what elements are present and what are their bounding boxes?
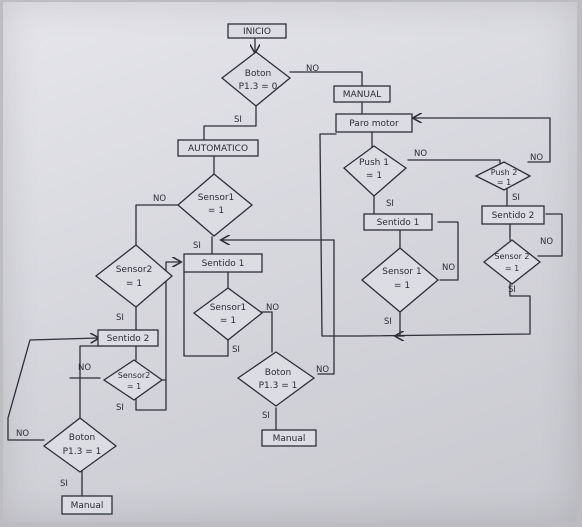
sentido2-auto-box: Sentido 2 — [97, 329, 159, 347]
branch-labels: NO SI NO SI SI NO SI NO SI NO SI NO SI N… — [16, 64, 553, 489]
decision-sensor2-auto-2: Sensor2 = 1 — [102, 359, 164, 401]
decision-boton-left-line2: P1.3 = 1 — [63, 447, 102, 457]
sentido2-auto-label: Sentido 2 — [107, 334, 150, 344]
decision-boton-top-line2: P1.3 = 0 — [239, 82, 278, 92]
automatico-box: AUTOMATICO — [177, 139, 259, 157]
sentido1-manual-box: Sentido 1 — [363, 213, 433, 231]
sentido2-manual-box: Sentido 2 — [481, 205, 545, 225]
decision-sensor1-auto-line2: = 1 — [208, 206, 224, 216]
decision-sensor2-manual: Sensor 2 = 1 — [482, 239, 542, 285]
decision-sensor2-auto: Sensor2 = 1 — [94, 244, 173, 308]
decision-push2-line1: Push 2 — [491, 168, 518, 177]
decision-sensor1-auto-2: Sensor1 = 1 — [192, 287, 264, 341]
decision-sensor1-manual-line2: = 1 — [394, 281, 410, 291]
manual-mid-label: Manual — [273, 434, 306, 444]
decision-boton-top: Boton P1.3 = 0 — [220, 51, 292, 107]
start-box: INICIO — [227, 23, 287, 39]
manual-box: MANUAL — [333, 85, 391, 103]
sentido1-manual-label: Sentido 1 — [377, 218, 420, 228]
decision-push2: Push 2 = 1 — [474, 161, 532, 191]
label-si: SI — [116, 313, 124, 323]
label-si: SI — [116, 403, 124, 413]
start-label: INICIO — [243, 27, 271, 37]
decision-push1: Push 1 = 1 — [342, 145, 408, 197]
label-no: NO — [78, 363, 91, 373]
decision-push1-line1: Push 1 — [359, 158, 389, 168]
label-no: NO — [153, 194, 166, 204]
automatico-label: AUTOMATICO — [188, 144, 248, 154]
decision-sensor1-auto-2-line1: Sensor1 — [210, 303, 247, 313]
label-no: NO — [266, 303, 279, 313]
paro-motor-label: Paro motor — [349, 119, 399, 129]
decision-sensor2-manual-line1: Sensor 2 — [494, 252, 529, 261]
decision-push1-line2: = 1 — [366, 171, 382, 181]
sentido2-manual-label: Sentido 2 — [492, 211, 535, 221]
decision-boton-left-line1: Boton — [69, 433, 95, 443]
decision-sensor1-auto-2-line2: = 1 — [220, 316, 236, 326]
decision-boton-top-line1: Boton — [245, 69, 271, 79]
label-si: SI — [234, 115, 242, 125]
label-si: SI — [384, 317, 392, 327]
decision-sensor2-auto-2-line1: Sensor2 — [118, 371, 151, 380]
decision-boton-left: Boton P1.3 = 1 — [42, 417, 118, 473]
decision-boton-mid: Boton P1.3 = 1 — [236, 351, 316, 407]
label-si: SI — [60, 479, 68, 489]
decision-sensor1-auto-line1: Sensor1 — [198, 193, 235, 203]
paro-motor-box: Paro motor — [335, 113, 413, 133]
decision-sensor2-manual-line2: = 1 — [505, 264, 519, 273]
label-si: SI — [232, 345, 240, 355]
label-si: SI — [262, 411, 270, 421]
decision-sensor2-auto-line2: = 1 — [126, 279, 142, 289]
decision-boton-mid-line1: Boton — [265, 368, 291, 378]
label-no: NO — [306, 64, 319, 74]
decision-sensor1-auto: Sensor1 = 1 — [177, 173, 254, 237]
decision-sensor1-manual-line1: Sensor 1 — [382, 267, 421, 277]
label-no: NO — [16, 429, 29, 439]
manual-mid-box: Manual — [261, 429, 317, 447]
label-si: SI — [512, 193, 520, 203]
label-no: NO — [442, 263, 455, 273]
decision-sensor2-auto-2-line2: = 1 — [127, 382, 141, 391]
label-no: NO — [414, 149, 427, 159]
sentido1-auto-label: Sentido 1 — [202, 259, 245, 269]
manual-left-label: Manual — [71, 501, 104, 511]
connector-lines — [7, 37, 563, 497]
label-no: NO — [316, 365, 329, 375]
label-no: NO — [530, 153, 543, 163]
decision-push2-line2: = 1 — [497, 178, 511, 187]
label-si: SI — [193, 241, 201, 251]
label-si: SI — [386, 199, 394, 209]
decision-sensor1-manual: Sensor 1 = 1 — [360, 247, 440, 313]
decision-boton-mid-line2: P1.3 = 1 — [259, 381, 298, 391]
manual-left-box: Manual — [61, 495, 113, 515]
manual-box-label: MANUAL — [343, 90, 381, 100]
sentido1-auto-box: Sentido 1 — [183, 253, 263, 273]
label-si: SI — [508, 285, 516, 295]
label-no: NO — [540, 237, 553, 247]
decision-sensor2-auto-line1: Sensor2 — [116, 265, 153, 275]
